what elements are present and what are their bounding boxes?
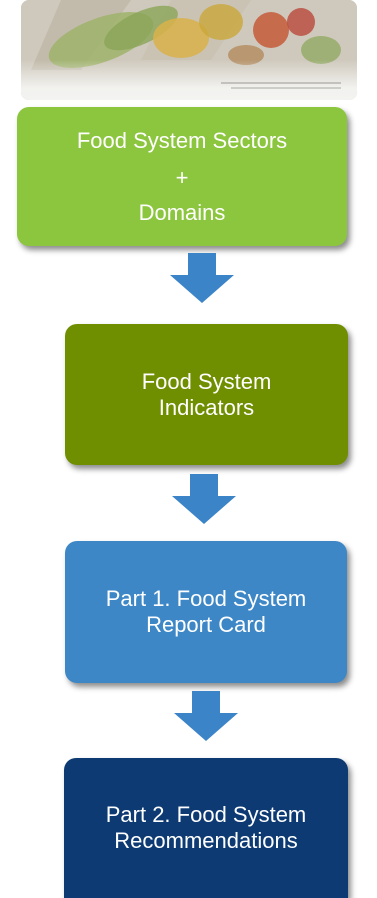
down-arrow-icon — [170, 253, 234, 303]
fruit-vegetables-photo-icon — [21, 0, 357, 100]
food-system-indicators-box: Food System Indicators — [65, 324, 348, 465]
box1-line2: Domains — [138, 199, 226, 225]
header-photo — [21, 0, 357, 100]
box2-line1: Food System — [141, 368, 272, 394]
box1-line1: Food System Sectors — [76, 127, 288, 153]
recommendations-box: Part 2. Food System Recommendations — [64, 758, 348, 898]
food-system-sectors-domains-box: Food System Sectors + Domains — [17, 107, 347, 246]
box4-line1: Part 2. Food System — [105, 802, 307, 827]
down-arrow-icon — [172, 474, 236, 524]
box1-plus: + — [175, 164, 189, 190]
box3-line2: Report Card — [146, 612, 266, 637]
box3-line1: Part 1. Food System — [105, 586, 307, 611]
down-arrow-icon — [174, 691, 238, 741]
photo-caption-lines — [221, 82, 341, 89]
box4-line2: Recommendations — [114, 828, 298, 853]
photo-fade — [21, 60, 357, 100]
report-card-box: Part 1. Food System Report Card — [65, 541, 347, 683]
box2-line2: Indicators — [158, 394, 255, 420]
